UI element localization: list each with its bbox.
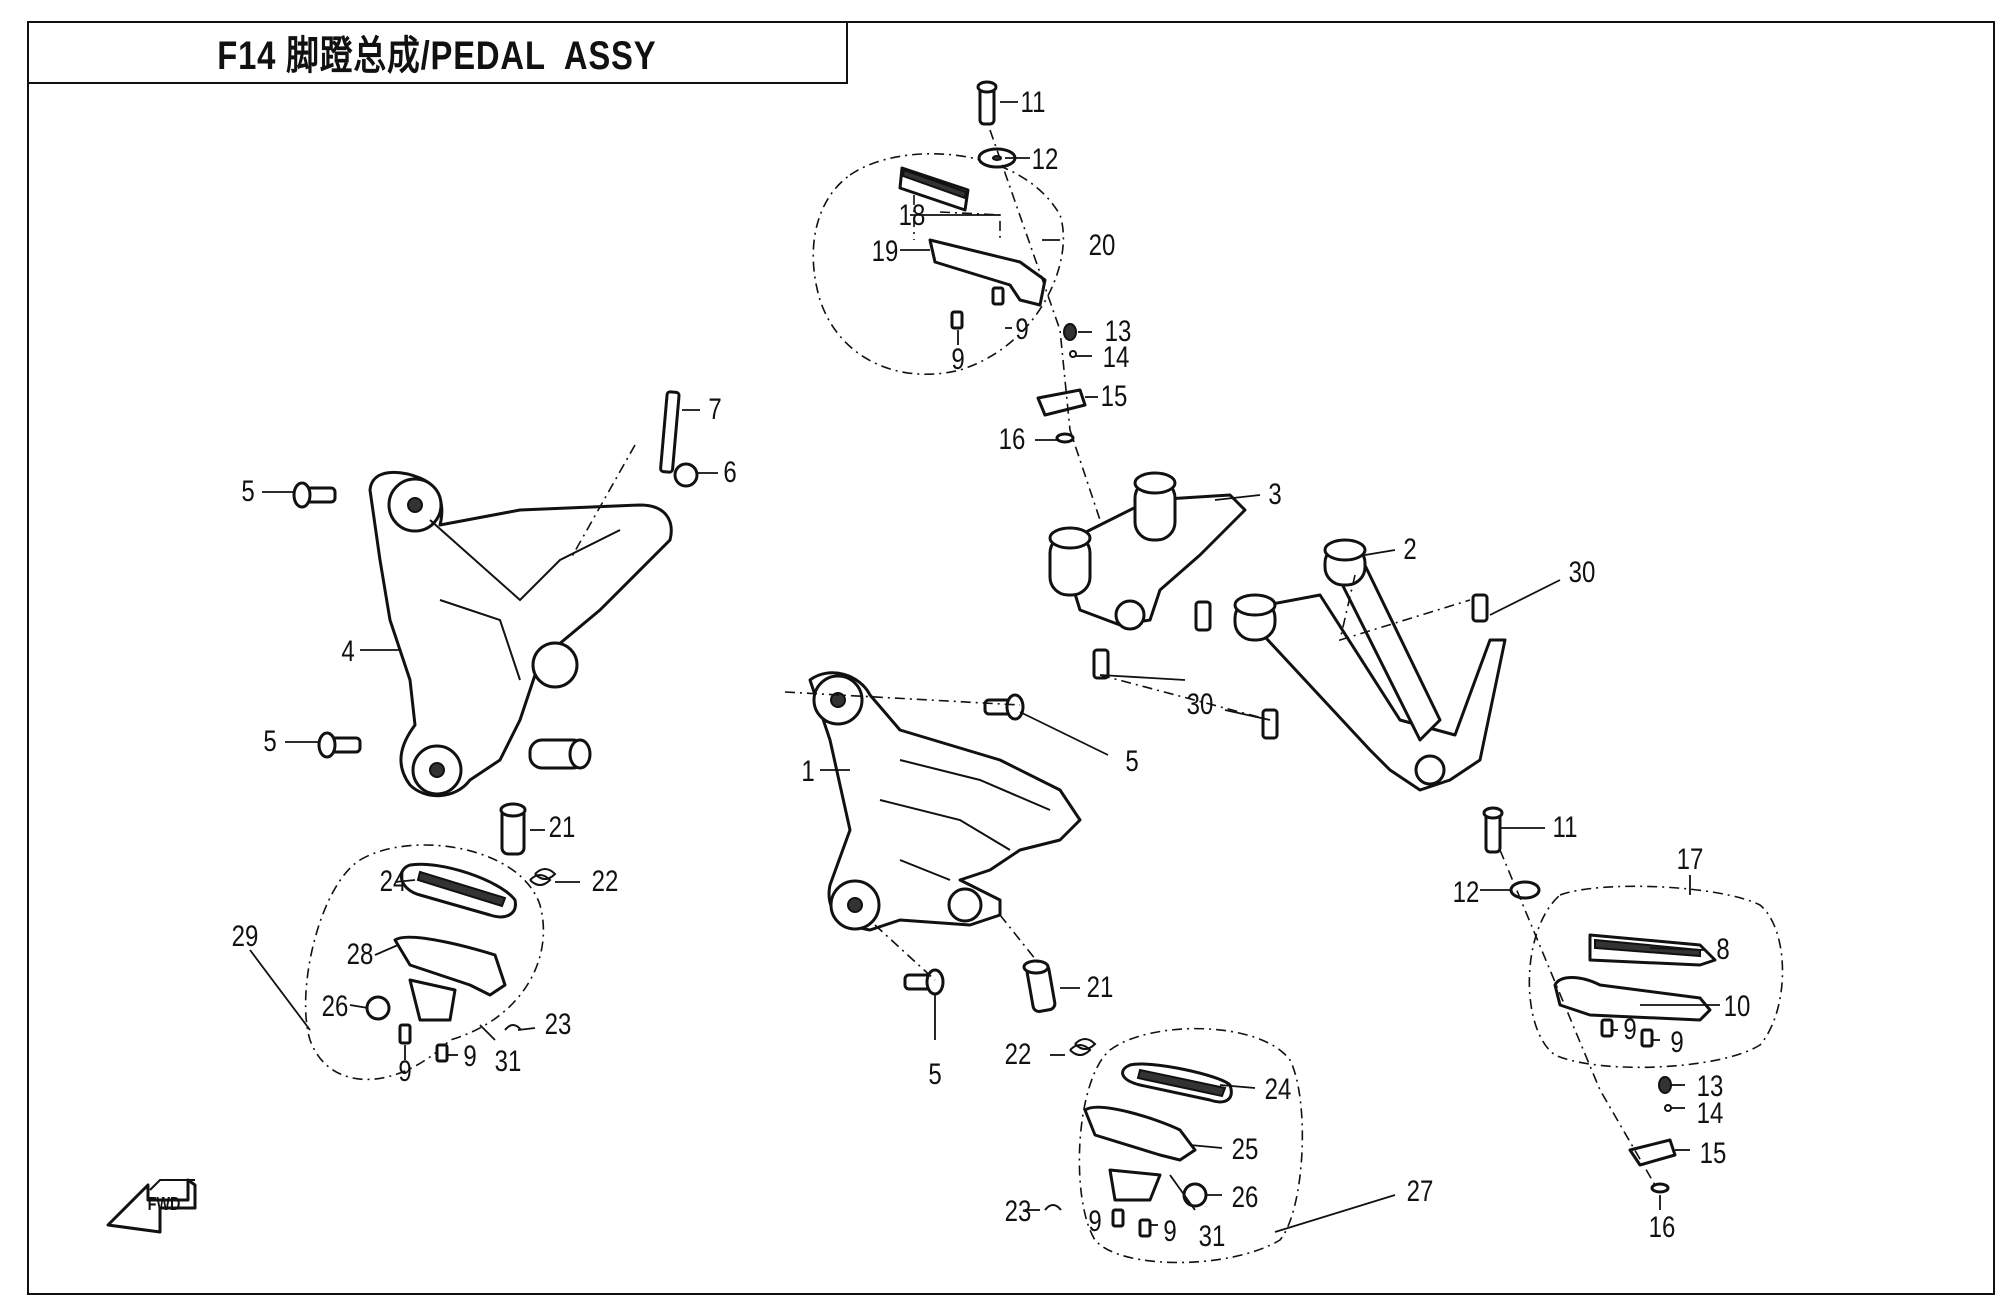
callout-26: 26 bbox=[321, 990, 349, 1023]
callout-22: 22 bbox=[591, 865, 619, 898]
callout-5: 5 bbox=[263, 725, 277, 758]
assembly-17-group bbox=[1499, 849, 1784, 1194]
fwd-arrow-icon bbox=[106, 1178, 197, 1234]
callout-24: 24 bbox=[1264, 1073, 1292, 1106]
callout-15: 15 bbox=[1699, 1137, 1727, 1170]
assembly-29-group bbox=[304, 844, 545, 1081]
callout-16: 16 bbox=[998, 423, 1026, 456]
assembly-20-group bbox=[812, 80, 1101, 521]
callout-24: 24 bbox=[379, 865, 407, 898]
stay-2-group bbox=[1099, 538, 1541, 900]
callout-23: 23 bbox=[1004, 1195, 1032, 1228]
callout-9: 9 bbox=[1623, 1013, 1637, 1046]
callout-6: 6 bbox=[723, 456, 737, 489]
callout-12: 12 bbox=[1452, 876, 1480, 909]
leader-lines bbox=[249, 101, 1720, 1233]
callout-9: 9 bbox=[951, 343, 965, 376]
callout-18: 18 bbox=[898, 199, 926, 232]
stay-3-group bbox=[1048, 471, 1247, 680]
callout-21: 21 bbox=[1086, 971, 1114, 1004]
callout-9: 9 bbox=[1088, 1205, 1102, 1238]
callout-20: 20 bbox=[1088, 229, 1116, 262]
fwd-label: FWD bbox=[147, 1194, 181, 1214]
callout-7: 7 bbox=[708, 393, 722, 426]
callout-13: 13 bbox=[1696, 1070, 1724, 1103]
callout-9: 9 bbox=[463, 1040, 477, 1073]
callout-1: 1 bbox=[801, 755, 815, 788]
callout-9: 9 bbox=[398, 1055, 412, 1088]
callout-29: 29 bbox=[231, 920, 259, 953]
page-title: F14 脚蹬总成/PEDAL ASSY bbox=[217, 34, 657, 78]
callout-10: 10 bbox=[1723, 990, 1751, 1023]
callout-19: 19 bbox=[871, 235, 899, 268]
callout-30: 30 bbox=[1186, 688, 1214, 721]
callout-11: 11 bbox=[1552, 811, 1578, 844]
callout-14: 14 bbox=[1696, 1097, 1724, 1130]
callout-27: 27 bbox=[1406, 1175, 1434, 1208]
callout-30: 30 bbox=[1568, 556, 1596, 589]
callout-9: 9 bbox=[1163, 1215, 1177, 1248]
callout-5: 5 bbox=[1125, 745, 1139, 778]
outer-border bbox=[27, 21, 1995, 1295]
bracket-4-group bbox=[292, 390, 699, 886]
callout-22: 22 bbox=[1004, 1038, 1032, 1071]
assembly-27-group bbox=[1044, 1027, 1304, 1264]
title-box: F14 脚蹬总成/PEDAL ASSY bbox=[28, 22, 848, 84]
callout-9: 9 bbox=[1670, 1026, 1684, 1059]
callout-21: 21 bbox=[548, 811, 576, 844]
callout-5: 5 bbox=[928, 1058, 942, 1091]
callout-13: 13 bbox=[1104, 315, 1132, 348]
callout-4: 4 bbox=[341, 635, 355, 668]
callout-9: 9 bbox=[1015, 313, 1029, 346]
callout-25: 25 bbox=[1231, 1133, 1259, 1166]
callout-11: 11 bbox=[1020, 86, 1046, 119]
callout-12: 12 bbox=[1031, 143, 1059, 176]
bracket-1-group bbox=[784, 671, 1097, 1056]
callout-14: 14 bbox=[1102, 341, 1130, 374]
callout-31: 31 bbox=[494, 1045, 522, 1078]
callout-15: 15 bbox=[1100, 380, 1128, 413]
callout-26: 26 bbox=[1231, 1181, 1259, 1214]
callout-16: 16 bbox=[1648, 1211, 1676, 1244]
callout-3: 3 bbox=[1268, 478, 1282, 511]
callout-5: 5 bbox=[241, 475, 255, 508]
callout-8: 8 bbox=[1716, 933, 1730, 966]
callout-28: 28 bbox=[346, 938, 374, 971]
callout-2: 2 bbox=[1403, 533, 1417, 566]
callout-17: 17 bbox=[1676, 843, 1704, 876]
callout-23: 23 bbox=[544, 1008, 572, 1041]
callout-31: 31 bbox=[1198, 1220, 1226, 1253]
